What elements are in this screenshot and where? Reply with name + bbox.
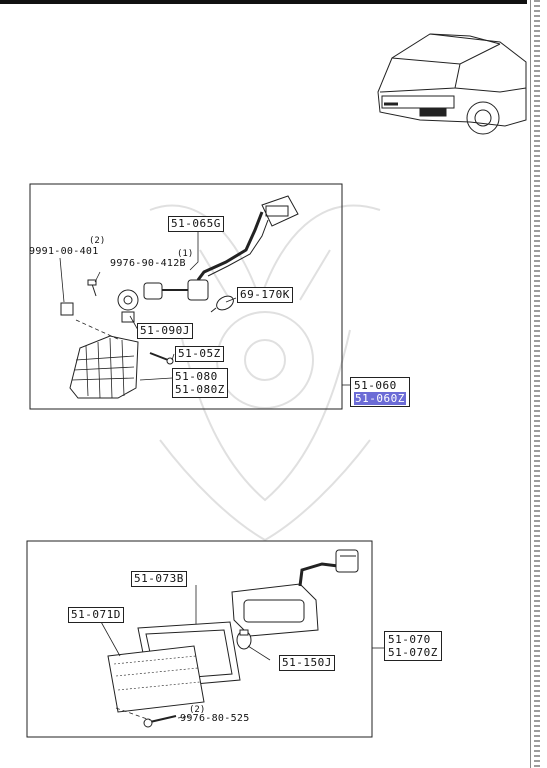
lens-screw-drawing [149,352,174,365]
part-label-51-071d[interactable]: 51-071D [68,607,124,623]
part-label-51-090j[interactable]: 51-090J [137,323,193,339]
assembly-label-51-070[interactable]: 51-070 51-070Z [384,631,442,661]
assembly-number-51-060: 51-060 [354,379,397,392]
part-label-51-080: 51-080 [175,370,218,383]
part-label-9991-00-401[interactable]: 9991-00-401 [29,246,99,257]
assembly-label-51-060[interactable]: 51-060 51-060Z [350,377,410,407]
turn-lamp-lens-drawing [69,335,139,399]
part-label-51-05z[interactable]: 51-05Z [175,346,224,362]
part-label-69-170k[interactable]: 69-170K [237,287,293,303]
assembly-number-51-070: 51-070 [388,633,431,646]
part-label-51-080-group[interactable]: 51-080 51-080Z [172,368,228,398]
car-thumbnail [377,33,527,135]
part-label-51-073b[interactable]: 51-073B [131,571,187,587]
small-bulb-drawing [210,295,234,313]
leader-lines-lower [99,585,384,721]
screw-drawing [87,279,97,297]
part-label-51-080z: 51-080Z [175,383,225,396]
clip-drawing [60,302,74,316]
quantity-9976-90: (1) [177,249,194,259]
top-rule [0,0,527,4]
part-label-9976-90-412b[interactable]: 9976-90-412B [110,258,186,269]
side-marker-housing-drawing [231,549,359,637]
assembly-number-51-070z: 51-070Z [388,646,438,659]
part-label-9976-80-525[interactable]: 9976-80-525 [180,713,250,724]
part-label-51-150j[interactable]: 51-150J [279,655,335,671]
lower-screw-drawing [143,715,177,728]
marker-lens-drawing [107,645,205,713]
assembly-number-51-060z-highlighted: 51-060Z [354,392,406,405]
page-edge [530,0,547,768]
quantity-9976-80: (2) [189,705,206,715]
marker-bulb-drawing [236,629,252,650]
lower-parts-frame [26,540,373,738]
upper-parts-frame [29,183,343,410]
leader-lines-upper [59,228,350,386]
part-label-51-065g[interactable]: 51-065G [168,216,224,232]
quantity-9991: (2) [89,236,106,246]
harness-connector-drawing [117,195,299,323]
